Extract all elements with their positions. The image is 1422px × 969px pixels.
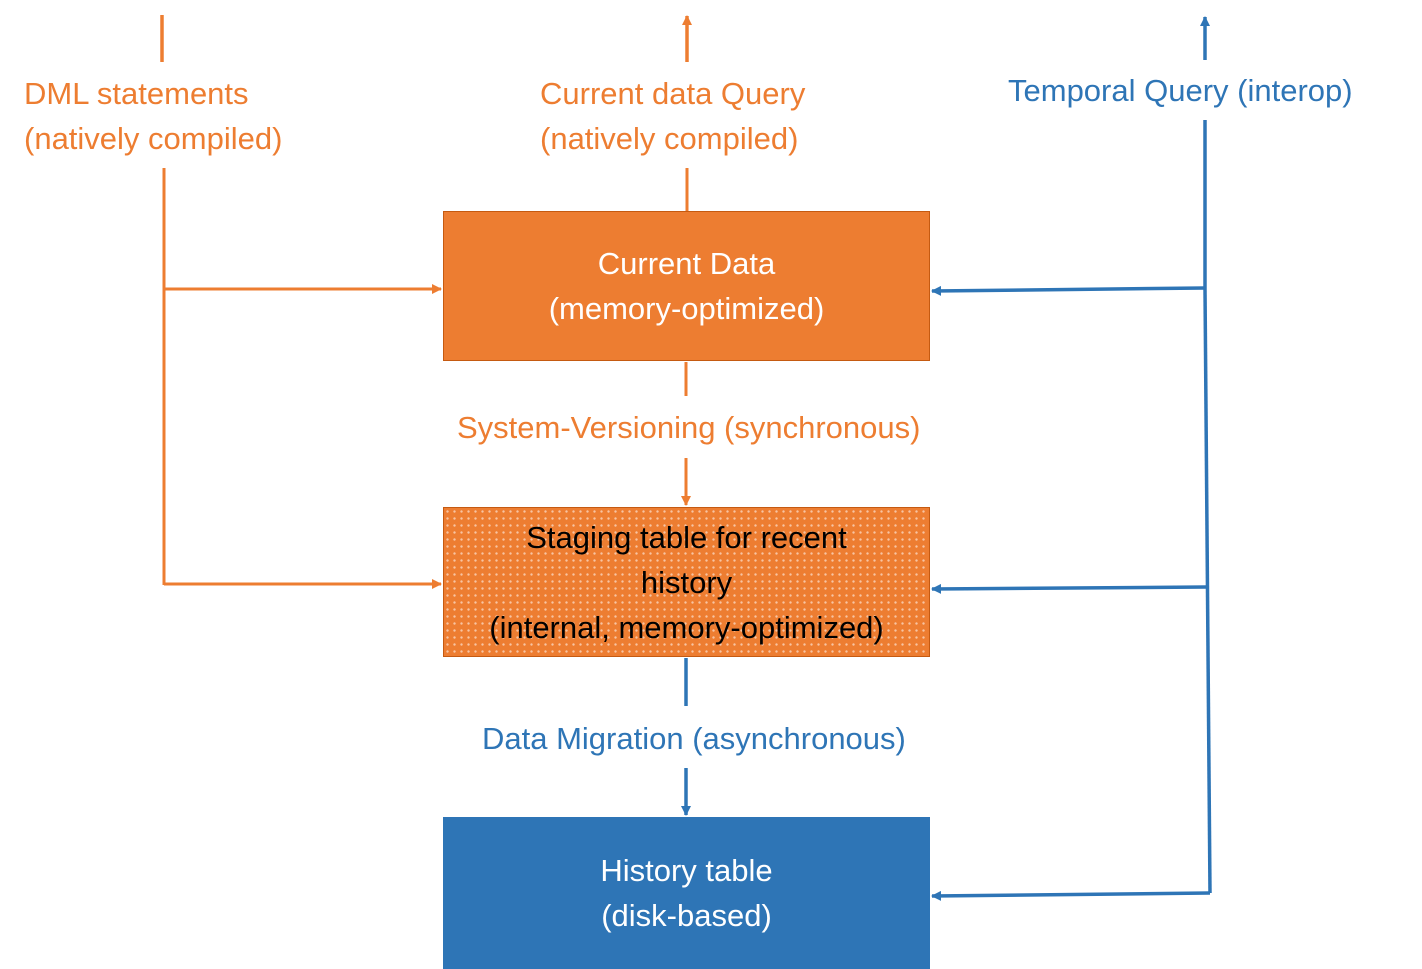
dml-label-line2: (natively compiled) [24, 121, 283, 156]
current-data-box: Current Data (memory-optimized) [443, 211, 930, 361]
current-query-label-line1: Current data Query [540, 76, 806, 111]
staging-table-box: Staging table for recent history (intern… [443, 507, 930, 657]
staging-table-subtitle: (internal, memory-optimized) [489, 609, 884, 645]
current-query-label: Current data Query (natively compiled) [540, 71, 805, 161]
dml-label-line1: DML statements [24, 76, 249, 111]
history-table-box: History table (disk-based) [443, 817, 930, 969]
history-table-title: History table [600, 853, 773, 888]
dml-label: DML statements (natively compiled) [24, 71, 282, 161]
temporal-trunk-lower-line [1203, 288, 1212, 894]
history-table-subtitle: (disk-based) [601, 898, 772, 933]
current-query-label-line2: (natively compiled) [540, 121, 799, 156]
system-versioning-label: System-Versioning (synchronous) [457, 410, 921, 445]
temporal-query-label: Temporal Query (interop) [1008, 73, 1353, 108]
staging-table-title-line1: Staging table for recent [526, 519, 847, 555]
data-migration-label: Data Migration (asynchronous) [482, 721, 906, 756]
current-data-subtitle: (memory-optimized) [548, 291, 825, 326]
temporal-to-history-arrow [931, 890, 1211, 901]
temporal-to-current-arrow [931, 285, 1206, 296]
temporal-to-staging-arrow [931, 583, 1208, 594]
current-data-title: Current Data [597, 246, 776, 281]
staging-table-title-line2: history [640, 564, 733, 600]
